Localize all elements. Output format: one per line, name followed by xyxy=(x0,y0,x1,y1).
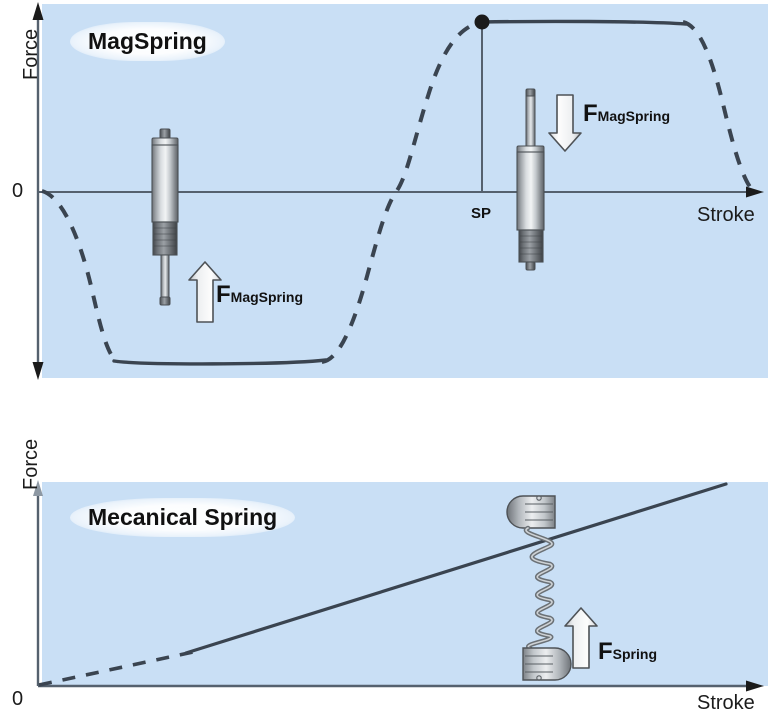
force-label-spring-up: FSpring xyxy=(598,638,657,666)
magspring-actuator-rod-extended xyxy=(151,128,179,306)
magspring-actuator-rod-retracted xyxy=(516,88,545,271)
magspring-plot-svg xyxy=(32,2,768,380)
magspring-curve-rising-middle xyxy=(321,20,483,364)
magspring-zero-label: 0 xyxy=(12,180,24,202)
mechanical-x-axis-arrow xyxy=(746,680,764,692)
force-subscript: MagSpring xyxy=(230,289,304,305)
magspring-x-axis-title: Stroke xyxy=(697,204,755,226)
sp-label: SP xyxy=(471,205,492,222)
magspring-curve-falling-left xyxy=(41,189,120,364)
force-symbol: F xyxy=(598,638,613,665)
force-subscript: MagSpring xyxy=(597,108,671,124)
arrow-down-icon xyxy=(548,94,582,152)
force-symbol: F xyxy=(216,281,231,308)
force-subscript: Spring xyxy=(612,646,658,662)
force-label-magspring-down: FMagSpring xyxy=(583,100,670,128)
arrow-up-icon xyxy=(564,607,598,669)
chart-mechanical: Force Mecanical Spring 0 Stroke FSpring xyxy=(0,430,768,721)
sp-point-marker xyxy=(474,14,490,30)
magspring-x-axis-arrow xyxy=(746,186,764,198)
force-symbol: F xyxy=(583,100,598,127)
mechanical-curve-solid-segment xyxy=(184,482,728,655)
mechanical-y-axis-arrow xyxy=(33,480,43,496)
mechanical-x-axis-title: Stroke xyxy=(697,692,755,714)
magspring-negative-plateau xyxy=(112,358,328,366)
magspring-y-axis-arrow-down xyxy=(32,362,44,380)
magspring-curve-falling-right xyxy=(682,20,756,194)
mechanical-heading: Mecanical Spring xyxy=(70,498,296,537)
mechanical-y-axis-title: Force xyxy=(20,438,42,490)
magspring-y-axis-title: Force xyxy=(20,28,42,80)
chart-magspring: Force MagSpring 0 SP Stroke FMagSpring F… xyxy=(12,2,768,380)
mechanical-coil-spring xyxy=(506,495,572,681)
arrow-up-icon xyxy=(188,261,222,323)
magspring-positive-plateau xyxy=(480,19,688,26)
mechanical-plot-svg xyxy=(33,480,768,692)
mechanical-curve-dashed-segment xyxy=(38,650,194,687)
magspring-heading: MagSpring xyxy=(70,22,225,61)
mechanical-zero-label: 0 xyxy=(12,688,24,710)
force-label-magspring-up: FMagSpring xyxy=(216,281,303,309)
magspring-y-axis-arrow-up xyxy=(32,2,44,20)
